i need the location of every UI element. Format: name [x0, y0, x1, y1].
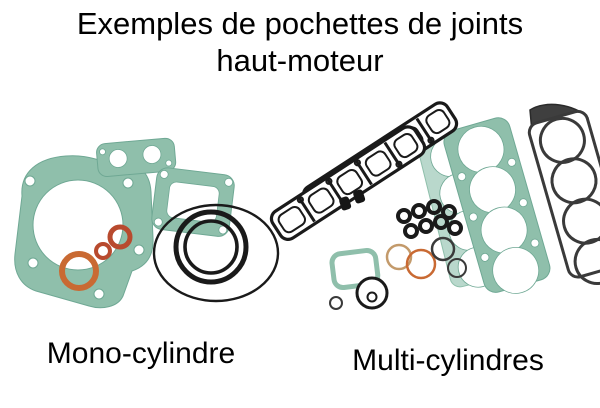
mono-black-rings	[152, 203, 280, 303]
multi-cylinder-gasket-set	[266, 97, 600, 310]
page-title: Exemples de pochettes de joints haut-mot…	[0, 5, 600, 79]
mono-top-gasket	[96, 137, 177, 177]
mono-cylinder-gasket-set	[14, 137, 280, 309]
mono-o-ring-large	[59, 251, 99, 291]
multi-grommet	[355, 276, 389, 310]
multi-valve-stem-seals	[396, 199, 463, 239]
multi-gray-head-gasket	[527, 109, 600, 285]
page-title-line-1: Exemples de pochettes de joints	[76, 6, 524, 41]
mono-o-ring-small	[107, 224, 133, 250]
caption-multi-cylindres: Multi-cylindres	[352, 344, 544, 377]
multi-teal-head-gasket	[443, 117, 551, 294]
multi-valve-cover-gasket-front	[266, 121, 430, 245]
page-title-line-2: haut-moteur	[216, 43, 384, 78]
caption-mono-cylindre: Mono-cylindre	[46, 337, 236, 370]
multi-washers	[329, 236, 467, 310]
multi-rubber-caps	[339, 189, 366, 211]
multi-small-teal-gasket	[329, 247, 381, 291]
mono-o-ring-tiny	[94, 242, 112, 260]
